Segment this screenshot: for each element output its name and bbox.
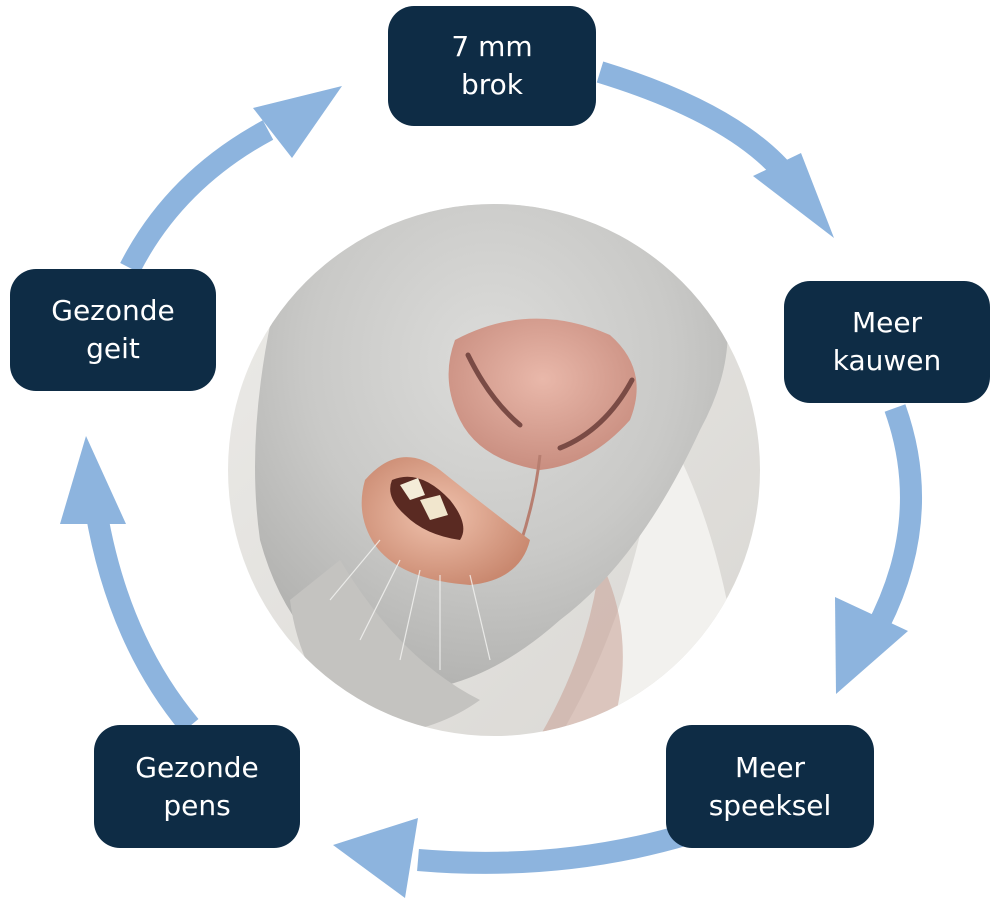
node-label-line1: Gezonde [135, 750, 259, 784]
node-gezonde-geit: Gezonde geit [10, 269, 216, 391]
cycle-arrows [60, 61, 922, 898]
arrowhead-brok-to-kauwen [753, 153, 834, 238]
node-label-line1: Gezonde [51, 294, 175, 327]
node-gezonde-pens: Gezonde pens [94, 725, 300, 848]
node-label-line2: geit [86, 332, 140, 365]
node-meer-speeksel: Meer speeksel [666, 725, 874, 848]
arrowhead-kauwen-to-speeksel [835, 597, 908, 694]
arrow-pens-to-geit [85, 508, 199, 734]
goat-snout-photo [228, 204, 760, 736]
arrowhead-geit-to-brok [253, 86, 342, 158]
arrow-geit-to-brok [120, 120, 274, 274]
arrowhead-pens-to-geit [60, 436, 126, 524]
arrow-kauwen-to-speeksel [865, 404, 922, 638]
node-7mm-brok: 7 mm brok [388, 6, 596, 126]
node-label-line2: kauwen [832, 344, 942, 377]
node-label-line2: pens [163, 788, 231, 822]
node-meer-kauwen: Meer kauwen [784, 281, 990, 403]
node-label-line1: 7 mm [451, 30, 533, 63]
arrow-brok-to-kauwen [596, 61, 799, 187]
node-label-line1: Meer [851, 306, 923, 339]
arrowhead-speeksel-to-pens [333, 818, 418, 898]
node-label-line2: speeksel [708, 788, 832, 822]
node-label-line1: Meer [734, 750, 806, 784]
arrow-speeksel-to-pens [417, 823, 692, 874]
node-label-line2: brok [460, 68, 523, 101]
